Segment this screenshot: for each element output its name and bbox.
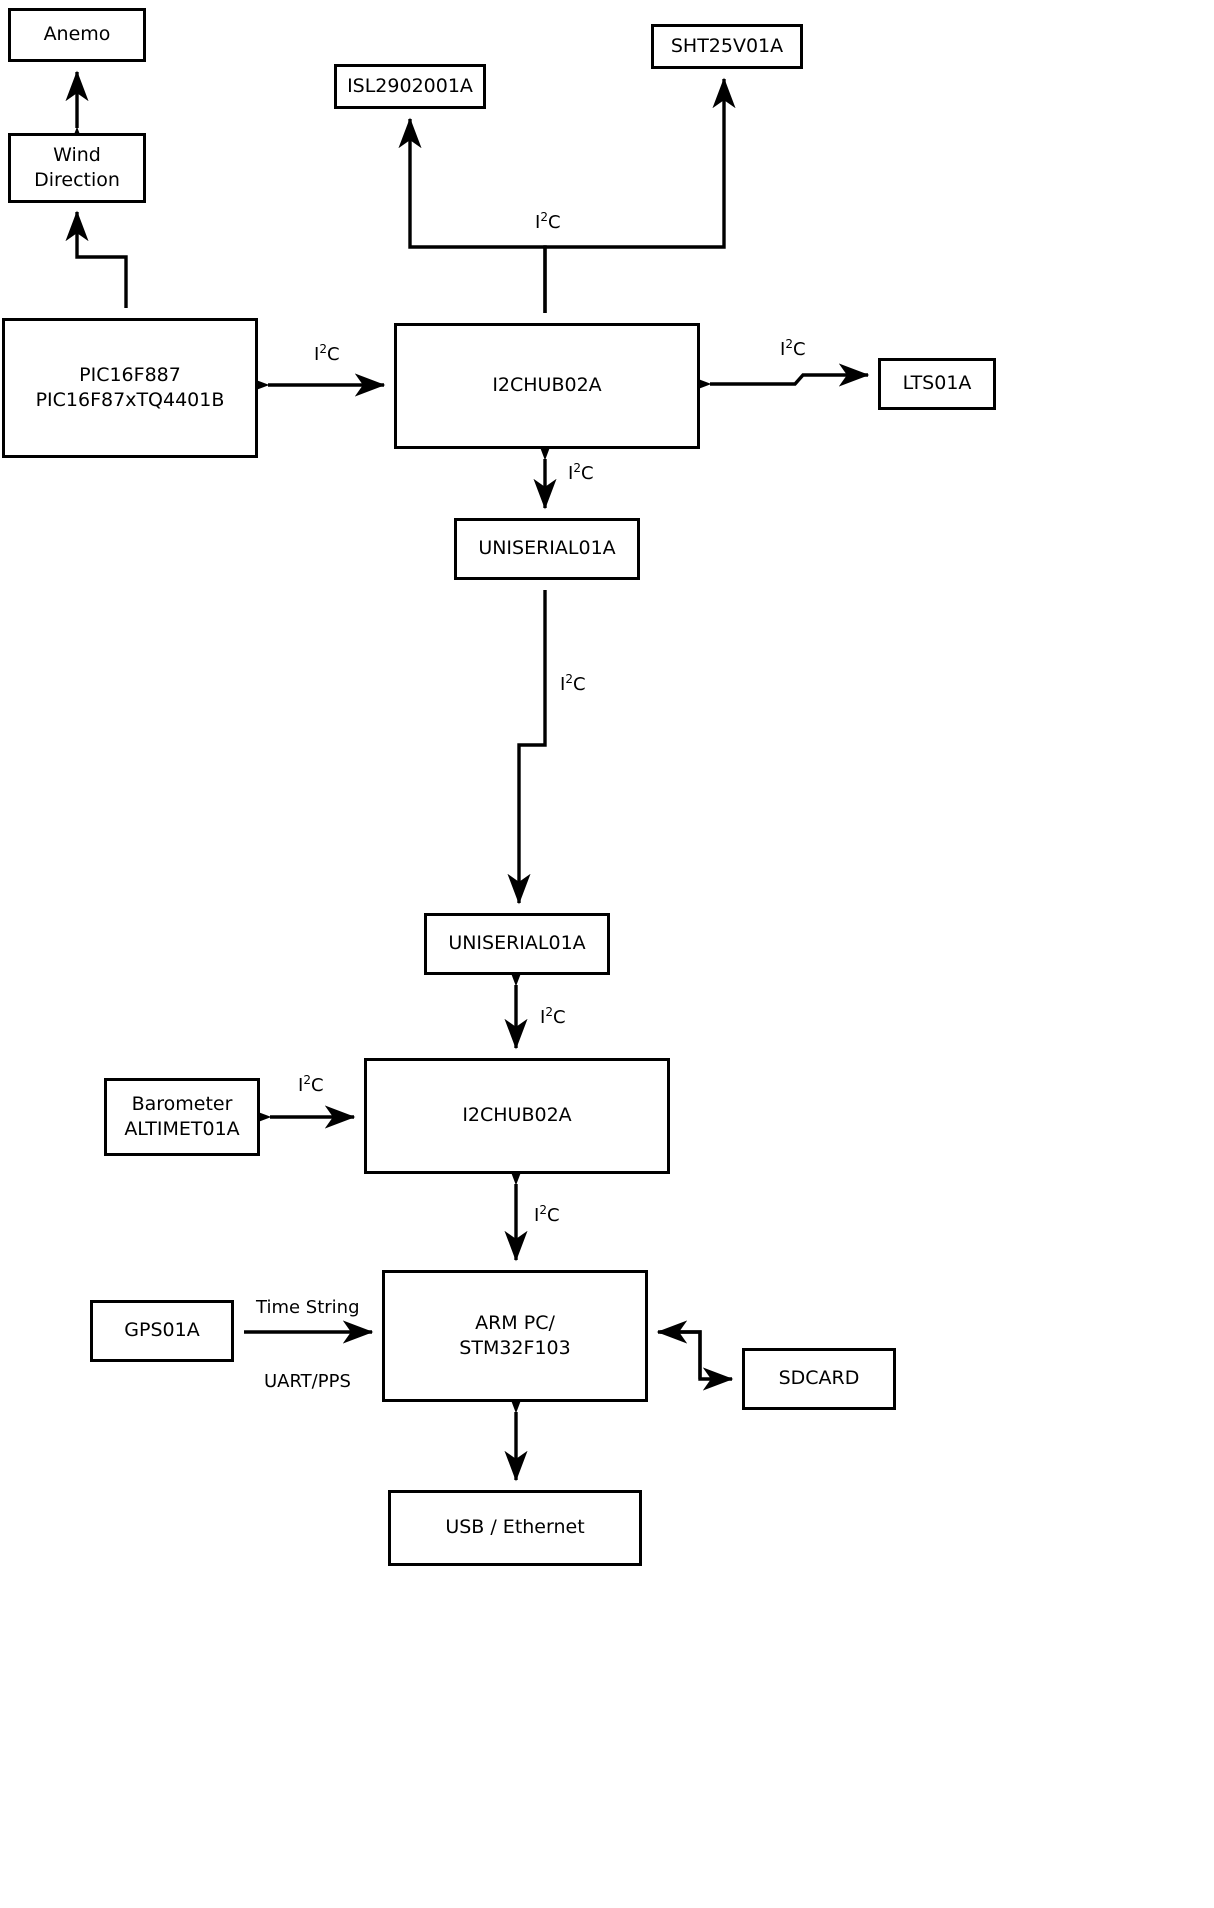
wire-hub-top-to-sht — [543, 77, 736, 313]
wire-sdcard-to-arm — [656, 1320, 702, 1379]
edge-label-time-string: Time String — [256, 1297, 360, 1318]
node-wind-direction[interactable]: Wind Direction — [8, 133, 146, 203]
edge-label-i2c-pic-hub: I2C — [314, 342, 340, 365]
node-usb-ethernet[interactable]: USB / Ethernet — [388, 1490, 642, 1566]
wire-arm-to-sdcard — [660, 1330, 734, 1391]
edge-label-uart-pps: UART/PPS — [264, 1371, 351, 1392]
node-lts01a[interactable]: LTS01A — [878, 358, 996, 410]
node-i2chub02a-bottom[interactable]: I2CHUB02A — [364, 1058, 670, 1174]
wire-uniserial-top-to-uniserial-bot — [507, 590, 547, 905]
edge-label-i2c-hub-arm: I2C — [534, 1203, 560, 1226]
node-uniserial01a-bottom[interactable]: UNISERIAL01A — [424, 913, 610, 975]
node-isl2902001a[interactable]: ISL2902001A — [334, 64, 486, 109]
node-barometer-altimet01a[interactable]: Barometer ALTIMET01A — [104, 1078, 260, 1156]
edge-label-i2c-bus-top: I2C — [535, 210, 561, 233]
wire-pic-to-wind — [65, 210, 128, 308]
wire-hub-top-to-lts — [680, 363, 870, 396]
edge-label-i2c-uniserial-hub-bottom: I2C — [540, 1005, 566, 1028]
node-uniserial01a-top[interactable]: UNISERIAL01A — [454, 518, 640, 580]
node-anemo[interactable]: Anemo — [8, 8, 146, 62]
edge-label-i2c-hub-uniserial-top: I2C — [568, 461, 594, 484]
node-i2chub02a-top[interactable]: I2CHUB02A — [394, 323, 700, 449]
edge-label-i2c-hub-lts: I2C — [780, 337, 806, 360]
node-sdcard[interactable]: SDCARD — [742, 1348, 896, 1410]
edge-label-i2c-uniserial-link: I2C — [560, 672, 586, 695]
node-arm-pc-stm32f103[interactable]: ARM PC/ STM32F103 — [382, 1270, 648, 1402]
node-pic16f887[interactable]: PIC16F887 PIC16F87xTQ4401B — [2, 318, 258, 458]
edge-label-i2c-barometer-hub: I2C — [298, 1073, 324, 1096]
node-sht25v01a[interactable]: SHT25V01A — [651, 24, 803, 69]
node-gps01a[interactable]: GPS01A — [90, 1300, 234, 1362]
wire-hub-top-to-isl — [398, 117, 547, 313]
